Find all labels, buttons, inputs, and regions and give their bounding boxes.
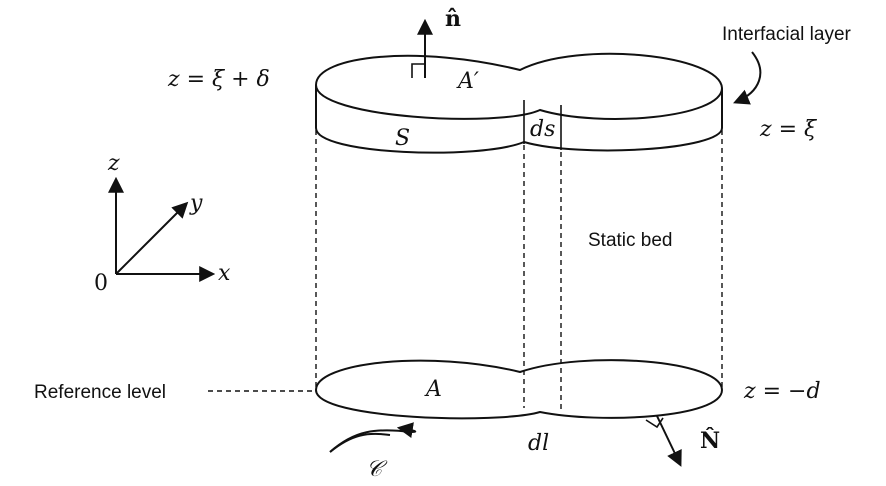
curve-c-label: 𝒞 — [366, 457, 388, 482]
reference-level-label: Reference level — [34, 382, 166, 403]
bottom-level-label: z = −d — [743, 379, 821, 404]
interfacial-layer-side — [315, 85, 723, 154]
axis-y-label: y — [189, 191, 203, 216]
right-angle-icon — [411, 63, 425, 78]
normal-bottom-arrow — [656, 415, 682, 467]
normal-bottom-label: N̂ — [700, 428, 720, 454]
curve-c-arrow — [329, 422, 417, 453]
dl-label: dl — [528, 431, 549, 456]
interface-level-label: z = ξ — [759, 117, 818, 142]
bottom-area-label: A — [424, 377, 442, 402]
interfacial-pointer — [733, 51, 762, 105]
curve-c-line — [329, 432, 391, 453]
bottom-surface — [314, 359, 724, 420]
side-surface-label: S — [395, 126, 410, 151]
interfacial-layer-label: Interfacial layer — [722, 24, 852, 45]
right-angle-icon — [645, 417, 664, 429]
ds-label: ds — [530, 117, 555, 142]
normal-top-label: n̂ — [445, 6, 461, 32]
y-axis — [115, 201, 189, 275]
top-level-label: z = ξ + δ — [167, 67, 270, 92]
static-bed-label: Static bed — [588, 230, 673, 251]
axis-z-label: z — [107, 151, 120, 176]
axis-x-label: x — [218, 261, 231, 286]
top-area-label: A′ — [456, 69, 479, 94]
top-surface — [314, 52, 724, 120]
origin-label: 0 — [94, 271, 108, 296]
